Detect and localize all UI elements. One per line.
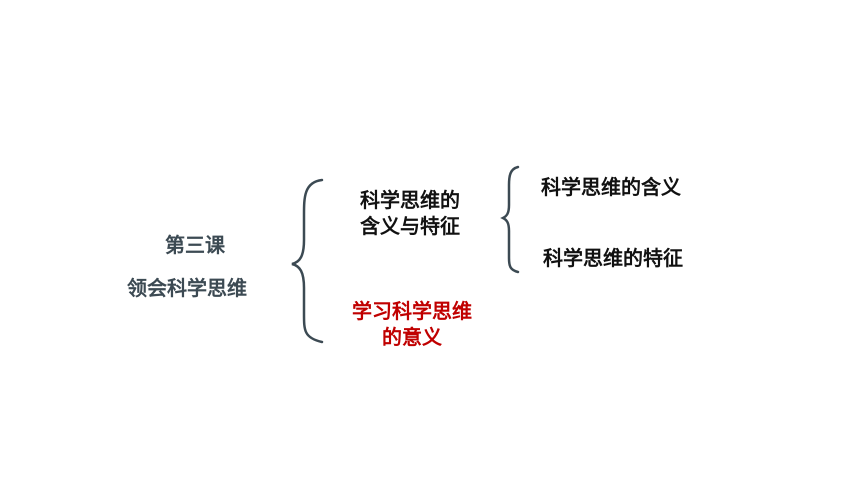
branch-label-line: 学习科学思维 — [352, 299, 472, 323]
leaf-features: 科学思维的特征 — [543, 246, 683, 270]
sub-brace — [500, 165, 520, 274]
branch-label-line: 含义与特征 — [360, 214, 460, 238]
branch-significance: 学习科学思维 的意义 — [338, 298, 486, 350]
leaf-meaning: 科学思维的含义 — [541, 175, 681, 199]
branch-label-line: 的意义 — [382, 325, 442, 349]
branch-label-line: 科学思维的 — [360, 188, 460, 212]
branch-meaning-features: 科学思维的 含义与特征 — [340, 187, 480, 239]
lesson-title: 第三课 — [165, 233, 225, 257]
main-brace — [291, 178, 324, 344]
lesson-subtitle: 领会科学思维 — [127, 276, 247, 300]
